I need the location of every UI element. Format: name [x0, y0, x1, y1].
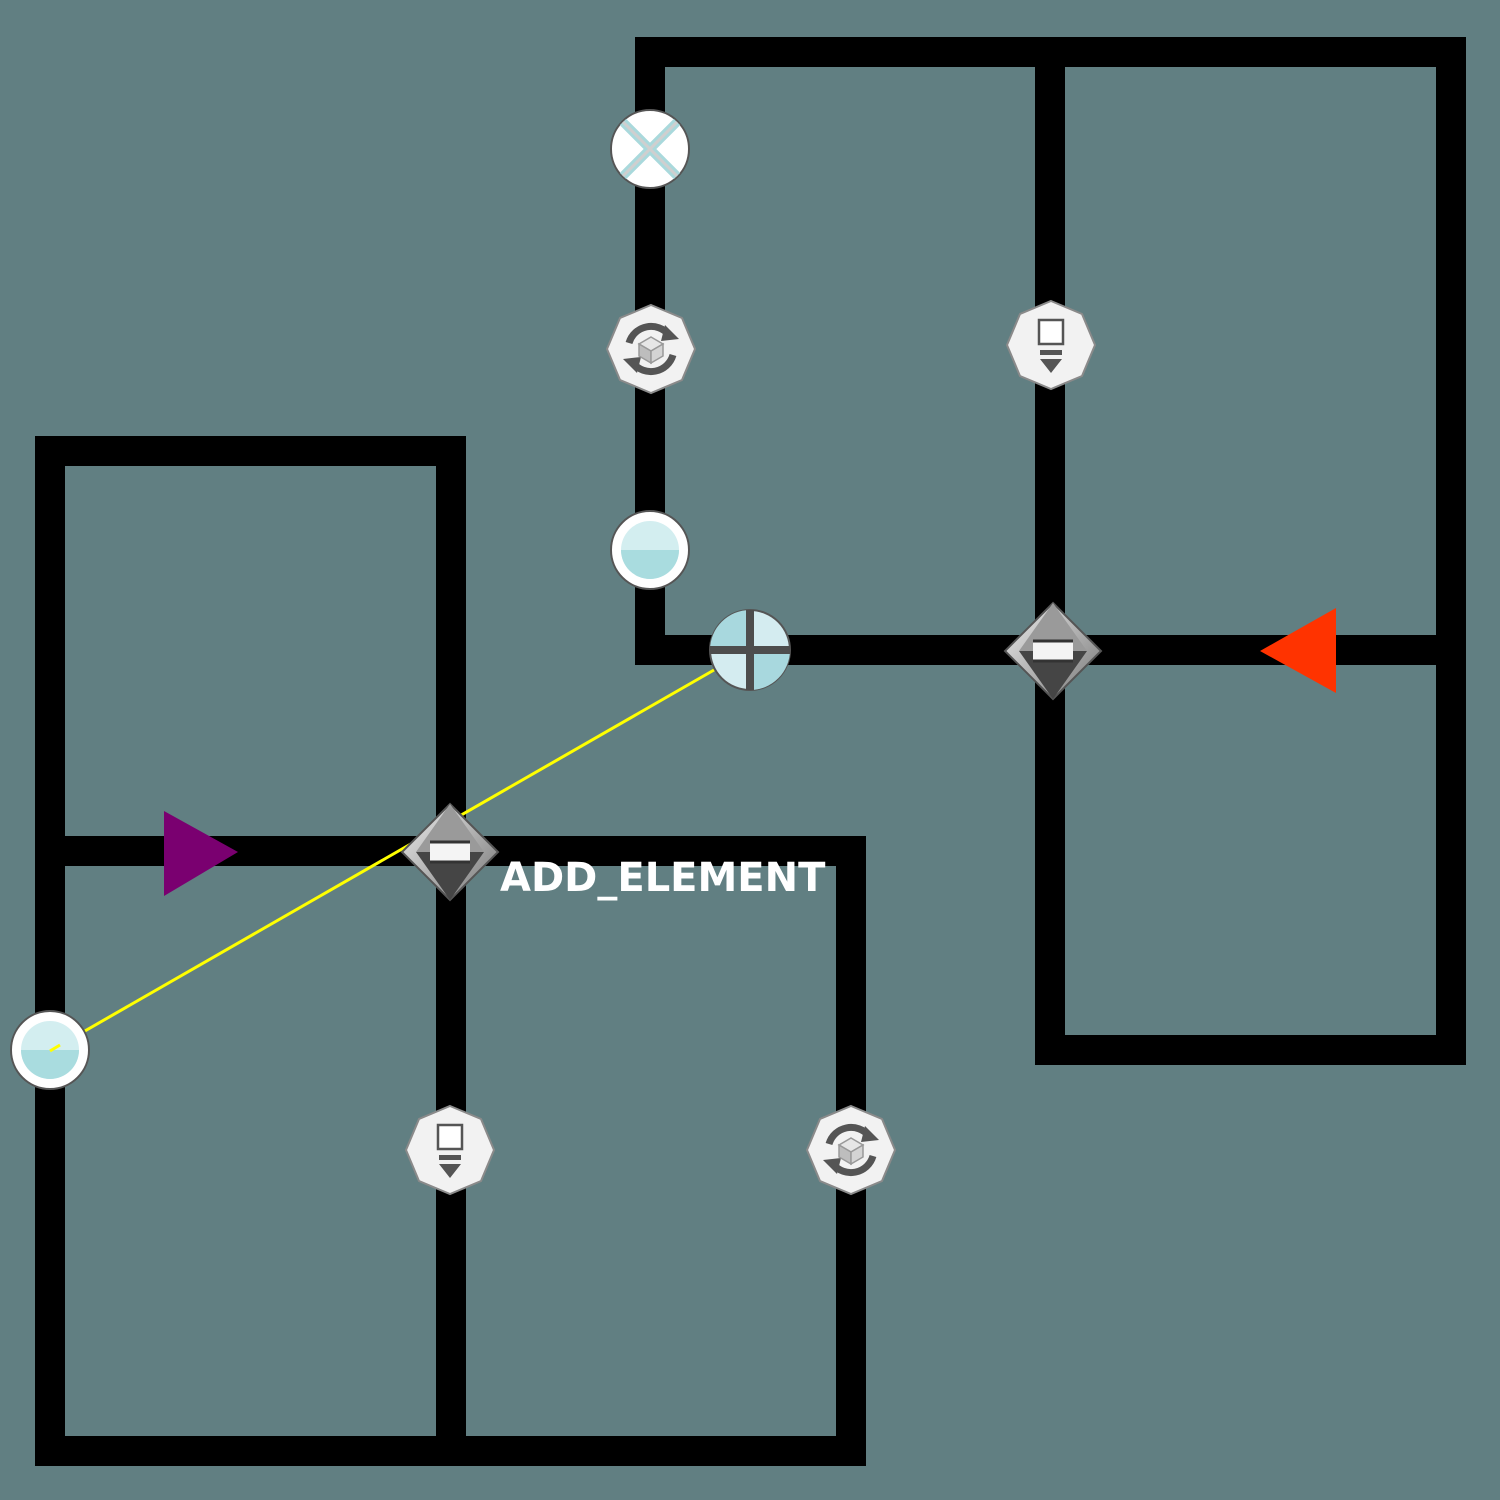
down-arrow-block-icon[interactable] [1005, 299, 1097, 391]
diamond-switch-icon[interactable] [400, 802, 500, 902]
connection-line-end [49, 1043, 61, 1053]
wall-segment [35, 436, 65, 1466]
plus-junction-icon[interactable] [709, 609, 791, 691]
connection-line [49, 668, 715, 1053]
annotation-label: ADD_ELEMENT [500, 855, 826, 901]
goal-triangle-icon[interactable] [1260, 608, 1336, 693]
wall-segment [436, 436, 466, 1466]
wall-segment [1035, 1035, 1466, 1065]
half-circle-icon[interactable] [610, 510, 690, 590]
wall-segment [35, 436, 466, 466]
wall-segment [1436, 37, 1466, 1065]
x-junction-icon[interactable] [610, 109, 690, 189]
wall-segment [35, 1436, 866, 1466]
wall-segment [1035, 37, 1065, 1065]
rotate-cube-icon[interactable] [605, 303, 697, 395]
diamond-switch-icon[interactable] [1003, 601, 1103, 701]
down-arrow-block-icon[interactable] [404, 1104, 496, 1196]
player-triangle-icon[interactable] [164, 811, 238, 896]
rotate-cube-icon[interactable] [805, 1104, 897, 1196]
